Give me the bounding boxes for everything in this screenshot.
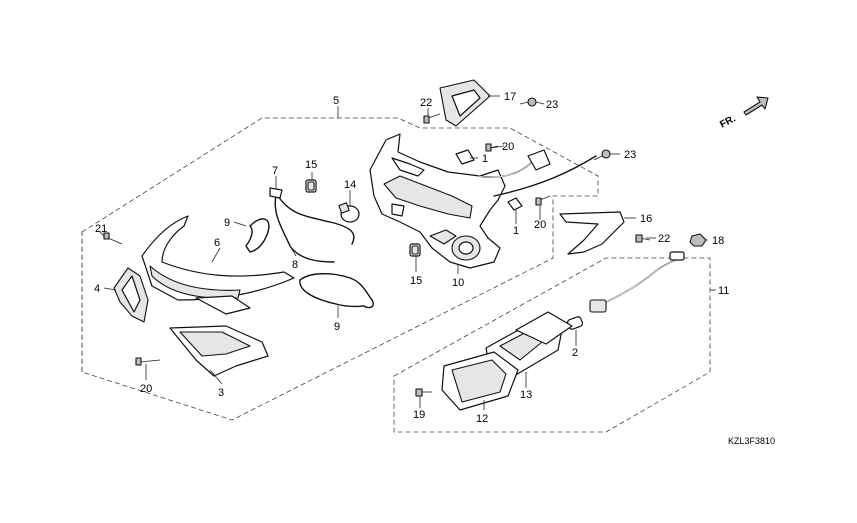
- label-19: 19: [413, 409, 425, 421]
- diagram-code: KZL3F3810: [728, 436, 775, 446]
- part-15-socket-lower[interactable]: [409, 243, 421, 257]
- label-3: 3: [218, 387, 224, 399]
- label-21: 21: [95, 223, 107, 235]
- label-6: 6: [214, 237, 220, 249]
- part-1-grommet-upper[interactable]: [455, 149, 475, 165]
- part-14-bulb[interactable]: [338, 202, 360, 223]
- label-18: 18: [712, 235, 724, 247]
- label-22-right: 22: [658, 233, 670, 245]
- front-direction-label: FR.: [718, 113, 738, 130]
- label-23-right: 23: [624, 149, 636, 161]
- part-8-sub-harness[interactable]: [269, 187, 355, 263]
- screw-icon-22-right[interactable]: [635, 234, 651, 243]
- screw-icon-20-right[interactable]: [535, 195, 551, 206]
- label-5: 5: [333, 95, 339, 107]
- part-9-cord-lower[interactable]: [299, 273, 374, 309]
- label-11: 11: [718, 285, 729, 297]
- part-15-socket-upper[interactable]: [305, 179, 317, 193]
- leader-lines: [99, 95, 716, 410]
- bolt-icon-23-top[interactable]: [519, 97, 537, 107]
- part-12-tail-lens[interactable]: [441, 351, 519, 411]
- label-20-right: 20: [534, 219, 546, 231]
- label-2: 2: [572, 347, 578, 359]
- label-10: 10: [452, 277, 464, 289]
- bolt-icon-23-right[interactable]: [593, 149, 611, 161]
- label-16: 16: [640, 213, 652, 225]
- screw-icon-20-left[interactable]: [135, 357, 161, 366]
- label-1-lower: 1: [513, 225, 519, 237]
- label-4: 4: [94, 283, 100, 295]
- label-8: 8: [292, 259, 298, 271]
- part-16-right-garnish[interactable]: [559, 211, 625, 255]
- label-14: 14: [344, 179, 356, 191]
- screw-icon-19[interactable]: [415, 388, 432, 397]
- part-17-bracket[interactable]: [439, 79, 491, 127]
- label-17: 17: [504, 91, 516, 103]
- part-9-cord-upper[interactable]: [245, 218, 270, 253]
- screw-icon-22-top[interactable]: [423, 113, 441, 124]
- label-9-lower: 9: [334, 321, 340, 333]
- front-direction-arrow: FR.: [718, 96, 769, 131]
- label-23-top: 23: [546, 99, 558, 111]
- group-boundary-tail-light: [393, 257, 711, 433]
- label-15-lower: 15: [410, 275, 422, 287]
- label-15-upper: 15: [305, 159, 317, 171]
- label-1-upper: 1: [482, 153, 488, 165]
- label-20-mid: 20: [502, 141, 514, 153]
- label-13: 13: [520, 389, 532, 401]
- part-6-upper-garnish[interactable]: [141, 215, 295, 315]
- part-5-front-cover-assembly[interactable]: [369, 133, 597, 269]
- group-boundary-front-assembly: [81, 117, 599, 421]
- part-3-lower-cover[interactable]: [169, 325, 269, 377]
- label-22-top: 22: [420, 97, 432, 109]
- nut-icon-18[interactable]: [689, 233, 707, 247]
- part-labels: 5 6 4 3 7 8 9 9 10 15 15 14 1 1 20 20 20…: [94, 91, 729, 425]
- label-9-upper: 9: [224, 217, 230, 229]
- label-12: 12: [476, 413, 488, 425]
- label-20-left: 20: [140, 383, 152, 395]
- part-4-side-reflector[interactable]: [113, 267, 149, 323]
- part-11-socket-cord[interactable]: [589, 251, 685, 313]
- part-1-grommet-lower[interactable]: [507, 197, 523, 211]
- label-7: 7: [272, 165, 278, 177]
